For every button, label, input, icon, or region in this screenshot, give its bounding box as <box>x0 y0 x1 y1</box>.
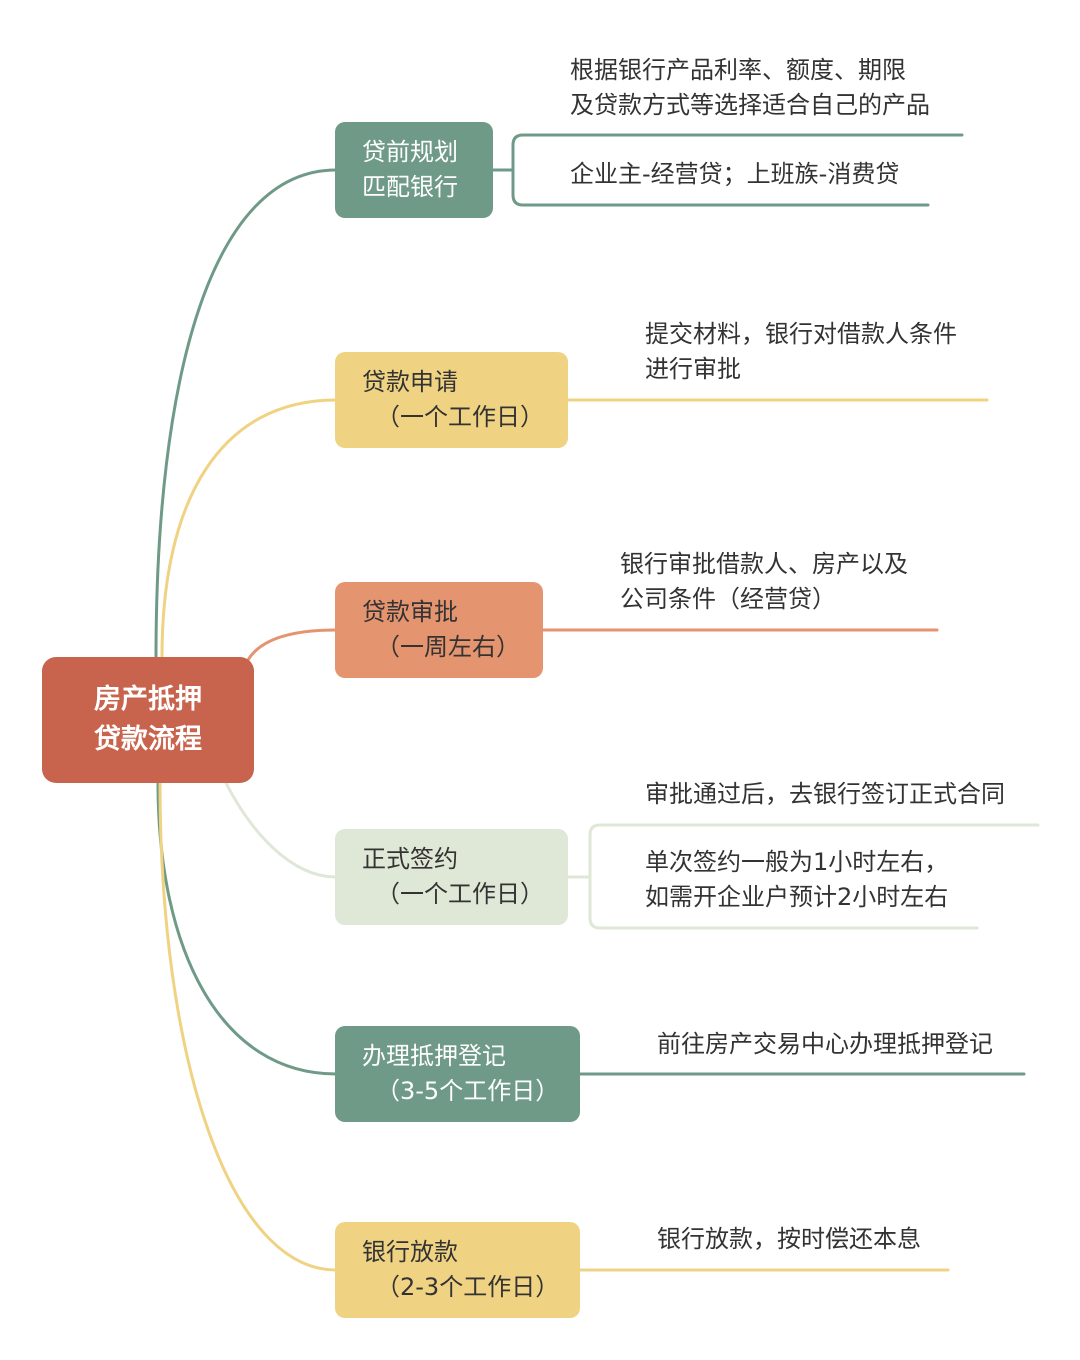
note-line: 单次签约一般为1小时左右， <box>645 848 949 876</box>
step-node-disbursement: 银行放款 （2-3个工作日） <box>335 1222 580 1318</box>
step-6-note-1: 银行放款，按时偿还本息 <box>657 1222 921 1257</box>
note-line: 企业主-经营贷；上班族-消费贷 <box>570 160 900 188</box>
note-line: 及贷款方式等选择适合自己的产品 <box>570 91 930 119</box>
branch-link-5 <box>156 781 338 1076</box>
branch-link-3 <box>246 628 338 662</box>
step-1-note-2: 企业主-经营贷；上班族-消费贷 <box>570 157 899 192</box>
step-title: 正式签约 <box>362 845 458 873</box>
step-node-signing: 正式签约 （一个工作日） <box>335 829 568 925</box>
step-2-note-1: 提交材料，银行对借款人条件 进行审批 <box>645 317 957 387</box>
step-title: 办理抵押登记 <box>362 1042 506 1070</box>
note-link-1b <box>511 168 930 207</box>
note-link-4b <box>588 875 979 930</box>
note-line: 公司条件（经营贷） <box>620 585 836 613</box>
step-subtitle: （一周左右） <box>376 633 520 661</box>
note-line: 前往房产交易中心办理抵押登记 <box>657 1030 993 1058</box>
step-5-note-1: 前往房产交易中心办理抵押登记 <box>657 1027 993 1062</box>
root-title-line2: 贷款流程 <box>94 724 202 755</box>
step-node-planning: 贷前规划 匹配银行 <box>335 122 493 218</box>
note-line: 银行审批借款人、房产以及 <box>620 550 908 578</box>
step-subtitle: （一个工作日） <box>376 403 544 431</box>
step-node-application: 贷款申请 （一个工作日） <box>335 352 568 448</box>
note-link-4a <box>566 823 1040 879</box>
step-title: 贷款审批 <box>362 598 458 626</box>
step-1-note-1: 根据银行产品利率、额度、期限 及贷款方式等选择适合自己的产品 <box>570 53 930 123</box>
branch-link-2 <box>160 398 338 659</box>
step-title: 贷款申请 <box>362 368 458 396</box>
step-title: 银行放款 <box>362 1238 458 1266</box>
branch-link-6 <box>158 781 338 1272</box>
note-link-1a <box>491 133 964 172</box>
branch-link-4 <box>224 781 338 879</box>
note-line: 提交材料，银行对借款人条件 <box>645 320 957 348</box>
step-subtitle: （一个工作日） <box>376 880 544 908</box>
step-subtitle: 匹配银行 <box>362 173 458 201</box>
note-line: 如需开企业户预计2小时左右 <box>645 883 949 911</box>
note-line: 审批通过后，去银行签订正式合同 <box>645 780 1005 808</box>
step-title: 贷前规划 <box>362 138 458 166</box>
step-3-note-1: 银行审批借款人、房产以及 公司条件（经营贷） <box>620 547 908 617</box>
step-subtitle: （2-3个工作日） <box>376 1273 560 1301</box>
root-title-line1: 房产抵押 <box>94 684 202 715</box>
step-node-mortgage-registration: 办理抵押登记 （3-5个工作日） <box>335 1026 580 1122</box>
root-node: 房产抵押 贷款流程 <box>42 657 254 783</box>
note-line: 根据银行产品利率、额度、期限 <box>570 56 906 84</box>
step-4-note-2: 单次签约一般为1小时左右， 如需开企业户预计2小时左右 <box>645 845 948 915</box>
note-line: 银行放款，按时偿还本息 <box>657 1225 921 1253</box>
step-4-note-1: 审批通过后，去银行签订正式合同 <box>645 777 1005 812</box>
branch-link-1 <box>154 168 338 659</box>
note-line: 进行审批 <box>645 355 741 383</box>
step-subtitle: （3-5个工作日） <box>376 1077 560 1105</box>
step-node-approval: 贷款审批 （一周左右） <box>335 582 543 678</box>
